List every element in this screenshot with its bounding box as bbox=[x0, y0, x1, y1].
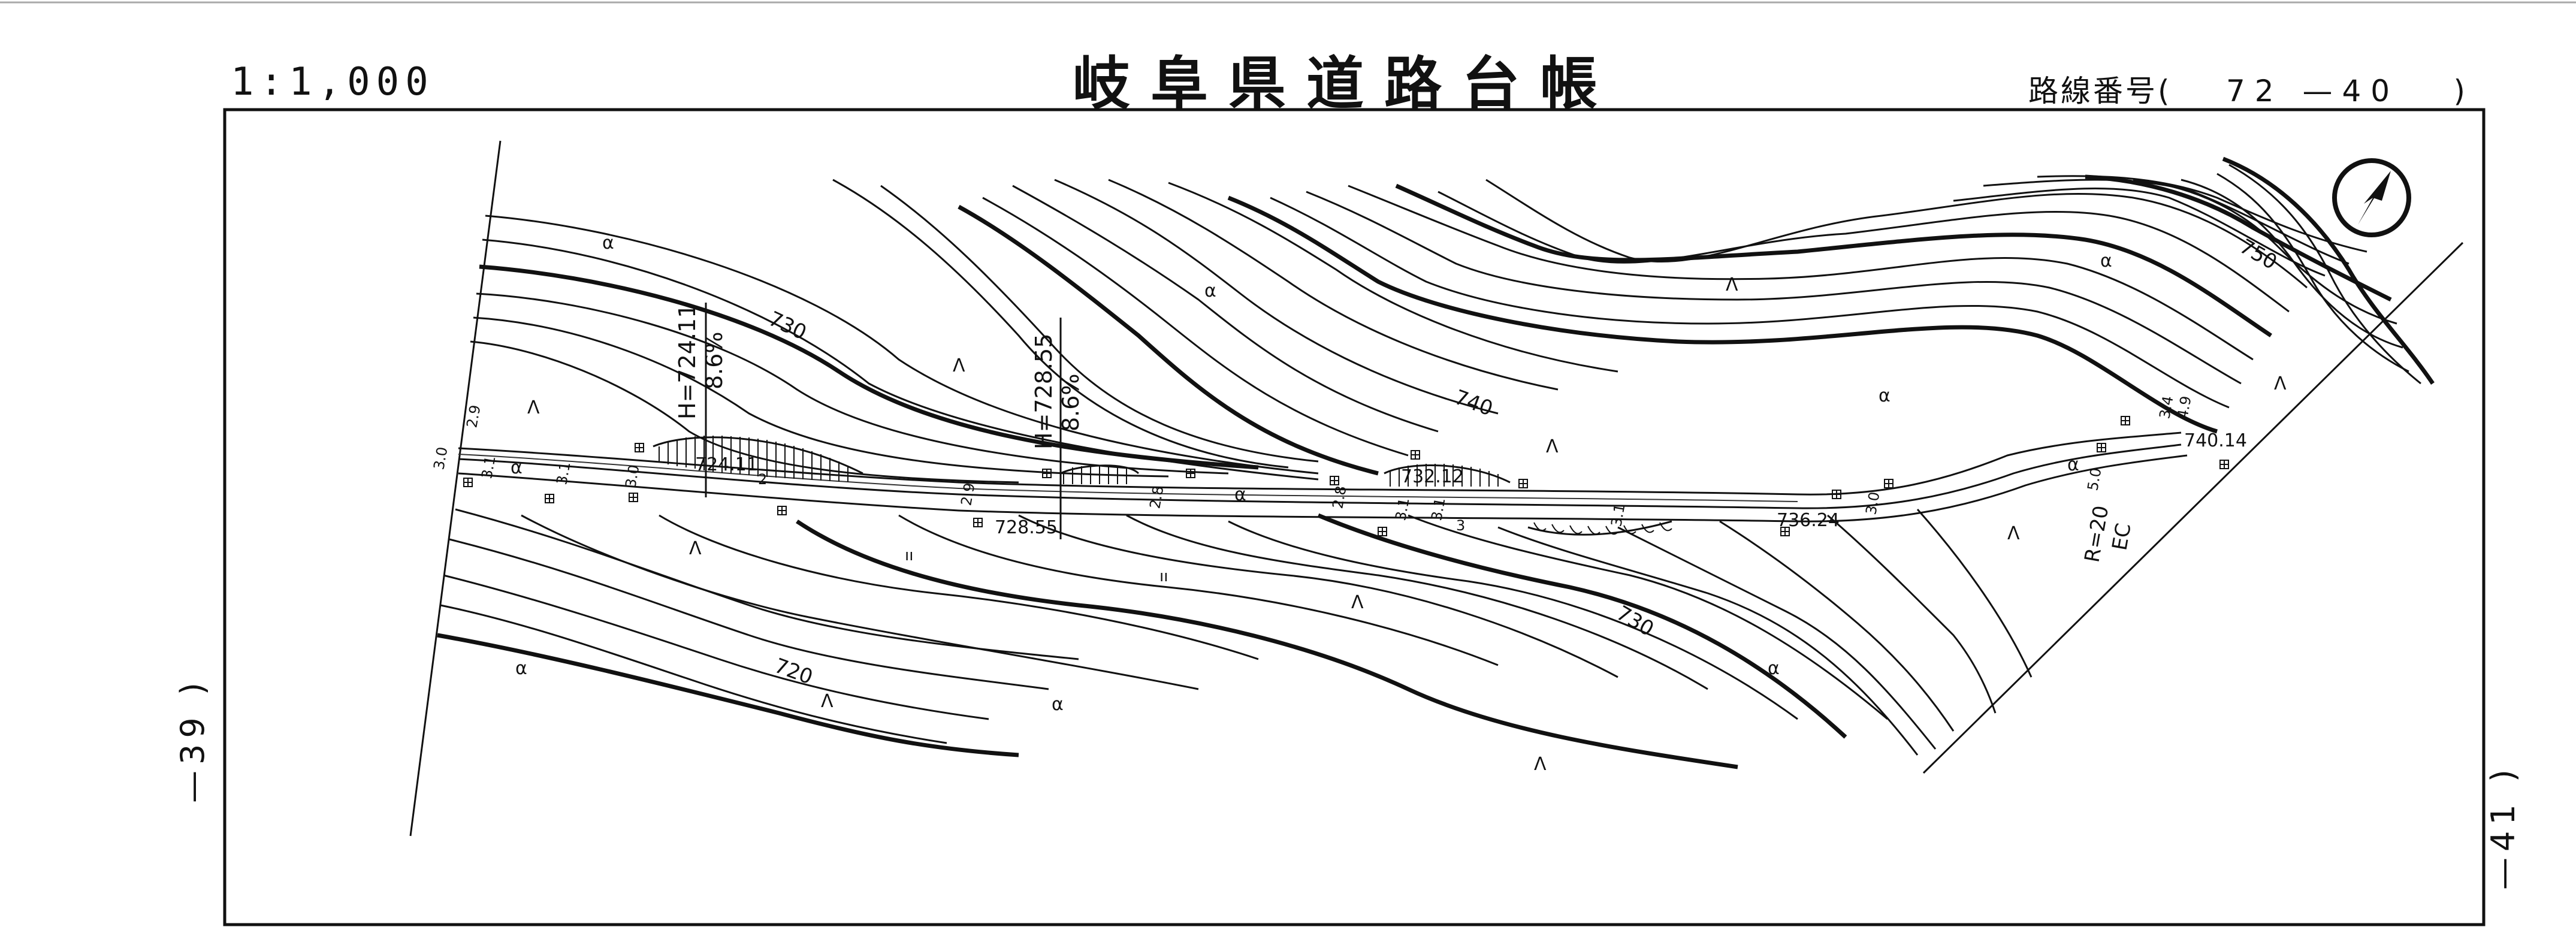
page-title: 岐阜県道路台帳 bbox=[1073, 50, 1618, 117]
curve-point: EC bbox=[2107, 521, 2136, 552]
map-symbol-forest: Λ bbox=[1726, 274, 1738, 295]
map-symbol-forest: Λ bbox=[953, 355, 965, 376]
contour-label-740: 740 bbox=[1451, 385, 1496, 421]
width-label: 2.9 bbox=[463, 404, 484, 429]
sheet-edge-right bbox=[1922, 241, 2464, 774]
section-1-height: H=724.11 bbox=[674, 304, 700, 419]
map-symbol-paddy: α bbox=[1879, 385, 1891, 406]
width-label: 3.1 bbox=[553, 461, 573, 486]
map-symbol-paddy: α bbox=[1768, 658, 1780, 679]
lower-contours bbox=[437, 508, 2033, 769]
contour-label-720: 720 bbox=[771, 654, 816, 690]
map-symbol-paddy: α bbox=[511, 457, 523, 478]
map-symbol-forest: Λ bbox=[1351, 592, 1364, 613]
width-label: 5.0 bbox=[2084, 467, 2104, 492]
width-label: 3.1 bbox=[1428, 497, 1448, 522]
section-1-elevation: 724.11 bbox=[695, 454, 758, 475]
route-number-suffix: ) bbox=[2453, 74, 2468, 108]
map-symbol-forest: Λ bbox=[2007, 523, 2020, 544]
width-label: 3.0 bbox=[430, 446, 451, 471]
embankment-hatching bbox=[653, 436, 1672, 536]
section-2-height: H=728.55 bbox=[1031, 334, 1057, 449]
width-label: 3.4 bbox=[2156, 395, 2176, 420]
width-label: 4.9 bbox=[2174, 395, 2194, 420]
map-symbol-paddy: α bbox=[1234, 484, 1246, 505]
map-symbol-paddy: α bbox=[2067, 454, 2079, 475]
map-symbol-paddy: α bbox=[602, 233, 614, 253]
width-label: 3 bbox=[1456, 517, 1465, 534]
width-label: 3.1 bbox=[478, 455, 499, 480]
route-number-prefix: 路線番号( bbox=[2028, 74, 2172, 108]
width-label: 2.9 bbox=[958, 482, 978, 507]
sheet-edge-left bbox=[409, 140, 502, 837]
survey-markers bbox=[463, 416, 2229, 536]
width-label: 3.0 bbox=[1862, 491, 1883, 516]
map-frame bbox=[223, 108, 2486, 926]
section-2-elevation: 728.55 bbox=[995, 517, 1058, 538]
map-symbol-forest: Λ bbox=[1546, 436, 1559, 457]
curve-radius: R=20 bbox=[2080, 504, 2113, 564]
map-symbol-field: ıı bbox=[905, 547, 913, 564]
map-symbol-forest: Λ bbox=[1534, 754, 1547, 775]
elevation-732: 732.12 bbox=[1401, 466, 1464, 487]
width-label: 3.0 bbox=[622, 464, 642, 489]
map-symbol-forest: Λ bbox=[689, 538, 702, 559]
map-symbol-paddy: α bbox=[1052, 694, 1064, 715]
map-symbol-forest: Λ bbox=[821, 691, 833, 712]
road-alignment bbox=[458, 431, 2188, 523]
elevation-740: 740.14 bbox=[2184, 430, 2247, 451]
map-scale: 1:1,000 bbox=[231, 60, 434, 104]
route-number-value: 72 —40 bbox=[2225, 74, 2400, 108]
section-2-grade: 8.6% bbox=[1058, 373, 1084, 431]
upper-contours bbox=[470, 156, 2435, 484]
route-number-label: 路線番号( 72 —40) bbox=[2028, 67, 2468, 110]
width-label: 2 bbox=[758, 471, 767, 488]
section-1-grade: 8.6% bbox=[701, 331, 727, 390]
width-label: 2.8 bbox=[1146, 485, 1167, 510]
north-arrow-icon bbox=[2332, 158, 2411, 237]
width-label: 3.1 bbox=[1608, 503, 1628, 528]
width-label: 2.8 bbox=[1329, 485, 1349, 510]
map-symbol-paddy: α bbox=[515, 658, 527, 679]
map-symbol-forest: Λ bbox=[527, 397, 540, 418]
map-symbol-field: ıı bbox=[1159, 567, 1168, 585]
map-symbol-paddy: α bbox=[2100, 250, 2112, 271]
map-symbol-paddy: α bbox=[1204, 280, 1216, 301]
map-symbol-forest: Λ bbox=[2274, 373, 2287, 394]
width-label: 3.1 bbox=[1392, 497, 1412, 522]
